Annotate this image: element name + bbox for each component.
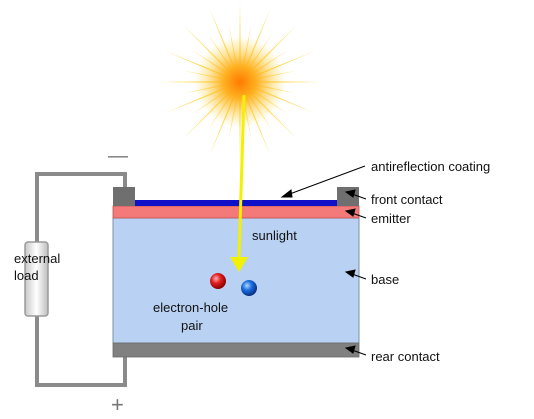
external-load: external load	[14, 241, 60, 317]
minus-sign: —	[108, 145, 128, 167]
front-contact-label: front contact	[371, 192, 443, 207]
electron	[210, 273, 226, 289]
plus-sign: +	[111, 392, 124, 417]
bottom-wire	[35, 312, 127, 387]
emitter-layer	[112, 205, 360, 219]
rear-contact-label: rear contact	[371, 349, 440, 364]
electron-hole-label-1: electron-hole	[153, 300, 228, 315]
hole	[241, 280, 257, 296]
rear-contact	[112, 342, 360, 358]
base-layer	[112, 217, 360, 344]
electron-hole-label-2: pair	[181, 318, 203, 333]
sun-core	[194, 36, 286, 128]
emitter-label: emitter	[371, 211, 411, 226]
sunlight-arrow	[230, 94, 248, 272]
load-resistor	[24, 241, 49, 317]
sunlight-label: sunlight	[252, 228, 297, 243]
sun-icon	[160, 2, 320, 162]
base-label: base	[371, 272, 399, 287]
external-load-label-2: load	[14, 268, 39, 283]
front-contact-left	[113, 187, 135, 206]
front-contact-right	[337, 187, 359, 206]
antireflection-coating-label: antireflection coating	[371, 159, 490, 174]
external-circuit	[35, 172, 127, 387]
callout-arrows	[280, 165, 367, 356]
top-wire	[35, 172, 127, 246]
antireflection-coating	[113, 200, 359, 206]
external-load-label-1: external	[14, 251, 60, 266]
solar-cell	[112, 187, 360, 358]
